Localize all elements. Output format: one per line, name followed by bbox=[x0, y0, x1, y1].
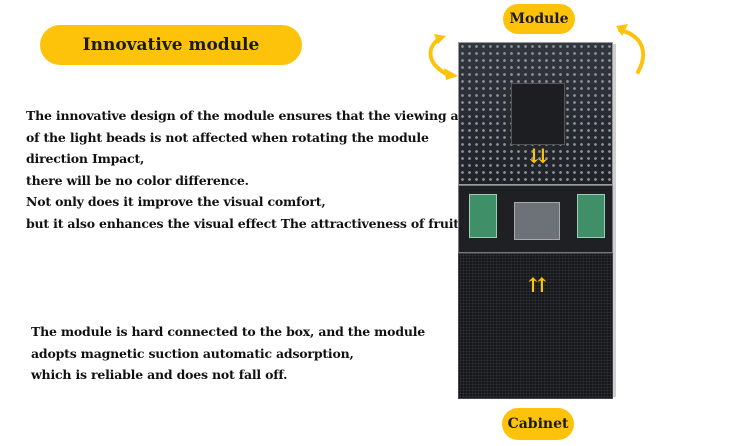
text-line: which is reliable and does not fall off. bbox=[31, 367, 288, 382]
module-label-badge: Module bbox=[503, 4, 575, 34]
page-title: Innovative module bbox=[82, 35, 260, 55]
led-module-back: ⇊ bbox=[458, 42, 613, 185]
text-line: there will be no color difference. bbox=[26, 172, 249, 188]
text-line: but it also enhances the visual effect T… bbox=[26, 215, 464, 231]
text-line: The innovative design of the module ensu… bbox=[26, 108, 489, 123]
text-line: of the light beads is not affected when … bbox=[26, 129, 429, 145]
receiving-card-right bbox=[577, 194, 605, 238]
cabinet-frame bbox=[458, 185, 613, 253]
rotate-right-arrow-icon bbox=[616, 24, 646, 74]
rotate-left-arrow-icon bbox=[428, 34, 458, 80]
led-display-face bbox=[458, 253, 613, 399]
module-center-chip bbox=[511, 83, 565, 145]
description-paragraph-magnetic: The module is hard connected to the box,… bbox=[31, 321, 425, 386]
module-label: Module bbox=[509, 11, 569, 27]
double-up-arrow-icon: ⇈ bbox=[529, 273, 546, 297]
cabinet-label-badge: Cabinet bbox=[502, 408, 574, 440]
led-cabinet-illustration: ⇊ ⇈ bbox=[458, 42, 615, 399]
text-line: direction Impact, bbox=[26, 151, 145, 166]
text-line: The module is hard connected to the box,… bbox=[31, 324, 426, 339]
cabinet-label: Cabinet bbox=[507, 416, 569, 432]
receiving-card-left bbox=[469, 194, 497, 238]
panel-side-shadow bbox=[610, 44, 616, 397]
text-line: adopts magnetic suction automatic adsorp… bbox=[31, 345, 354, 361]
magnetic-connector bbox=[514, 202, 560, 240]
text-line: Not only does it improve the visual comf… bbox=[26, 194, 326, 209]
title-badge: Innovative module bbox=[40, 25, 302, 65]
description-paragraph-rotation: The innovative design of the module ensu… bbox=[26, 105, 488, 234]
double-down-arrow-icon: ⇊ bbox=[530, 144, 547, 168]
